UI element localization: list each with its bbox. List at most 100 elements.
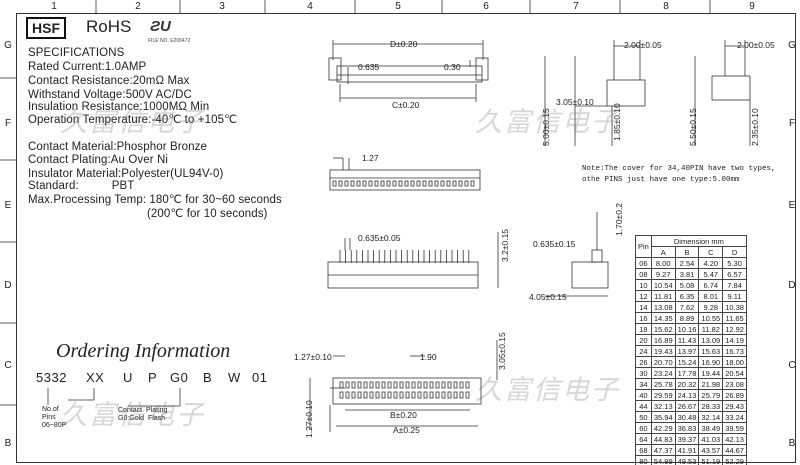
spec-rated-current: Rated Current:1.0AMP bbox=[28, 61, 147, 73]
table-cell: 10.38 bbox=[722, 301, 747, 313]
footprint-pad bbox=[405, 381, 410, 389]
order-code-b: B bbox=[203, 370, 213, 385]
row-label: F bbox=[788, 118, 796, 129]
column-label: 3 bbox=[219, 1, 225, 12]
row-label: G bbox=[788, 40, 796, 51]
contact-slot bbox=[470, 180, 475, 187]
footprint-pad bbox=[351, 391, 356, 399]
contact-slot bbox=[362, 180, 367, 187]
table-cell-pin: 10 bbox=[635, 279, 652, 291]
footprint-pad bbox=[417, 381, 422, 389]
rohs-logo: RoHS bbox=[86, 17, 132, 36]
contact-slot bbox=[380, 180, 385, 187]
watermark-text: 久富信电子 bbox=[475, 375, 620, 405]
table-cell: 32.14 bbox=[698, 411, 724, 423]
order-code-pins: XX bbox=[86, 370, 105, 385]
pitch-view-connector bbox=[329, 157, 481, 191]
table-cell: 18.00 bbox=[722, 356, 747, 368]
table-cell: 9.28 bbox=[698, 301, 724, 313]
table-cell: 20.70 bbox=[650, 356, 676, 368]
footprint-pad bbox=[369, 391, 374, 399]
table-cell-pin: 16 bbox=[635, 312, 652, 324]
footprint-pad bbox=[363, 391, 368, 399]
dim-0635-side: 0.635±0.05 bbox=[358, 233, 401, 243]
spec-processing-temp-alt: (200℃ for 10 seconds) bbox=[147, 208, 268, 220]
table-cell: 11.82 bbox=[698, 323, 724, 335]
table-cell: 32.13 bbox=[650, 400, 676, 412]
table-cell: 26.67 bbox=[674, 400, 700, 412]
table-cell: 38.49 bbox=[698, 422, 724, 434]
side-view-5p5mm bbox=[694, 40, 751, 146]
contact-slot bbox=[464, 180, 469, 187]
footprint-pad bbox=[399, 381, 404, 389]
footprint-pad bbox=[411, 381, 416, 389]
contact-slot bbox=[404, 180, 409, 187]
table-cell: 23.08 bbox=[722, 378, 747, 390]
dim-235: 2.35±0.10 bbox=[750, 108, 760, 146]
ordering-leaders bbox=[47, 388, 181, 407]
cover-note-line1: Note:The cover for 34,40PIN have two typ… bbox=[582, 165, 776, 173]
contact-slot bbox=[446, 180, 451, 187]
order-code-suffix: 01 bbox=[252, 370, 268, 385]
row-label: C bbox=[4, 360, 12, 371]
dim-030: 0.30 bbox=[444, 62, 461, 72]
order-code-series: 5332 bbox=[36, 370, 67, 385]
order-code-u: U bbox=[123, 370, 133, 385]
footprint-pad bbox=[345, 391, 350, 399]
table-header-a: A bbox=[650, 246, 676, 258]
spec-operation-temperature: Operation Temperature:-40℃ to +105℃ bbox=[28, 114, 238, 126]
column-label: 1 bbox=[51, 1, 57, 12]
table-cell: 7.62 bbox=[674, 301, 700, 313]
footprint-pad bbox=[453, 381, 458, 389]
table-cell: 44.67 bbox=[722, 444, 747, 456]
table-cell: 39.37 bbox=[674, 433, 700, 445]
footprint-pad bbox=[417, 391, 422, 399]
table-cell: 11.43 bbox=[674, 334, 700, 346]
contact-slot bbox=[410, 180, 415, 187]
order-code-p: P bbox=[148, 370, 158, 385]
spec-contact-plating: Contact Plating:Au Over Ni bbox=[28, 154, 169, 166]
spec-contact-resistance: Contact Resistance:20mΩ Max bbox=[28, 75, 190, 87]
table-cell: 10.16 bbox=[674, 323, 700, 335]
dim-550: 5.50±0.15 bbox=[688, 108, 698, 146]
table-cell: 11.65 bbox=[722, 312, 747, 324]
dim-405: 4.05±0.15 bbox=[529, 292, 567, 302]
side-profile-connector bbox=[327, 232, 499, 289]
table-cell-pin: 68 bbox=[635, 444, 652, 456]
cover-note-line2: othe PINS just have one type:5.00mm bbox=[582, 176, 740, 184]
contact-slot bbox=[386, 180, 391, 187]
table-cell: 33.24 bbox=[722, 411, 747, 423]
table-cell: 16.73 bbox=[722, 345, 747, 357]
table-cell: 44.83 bbox=[650, 433, 676, 445]
table-cell: 19.43 bbox=[650, 345, 676, 357]
row-label: B bbox=[4, 438, 12, 449]
contact-slot bbox=[356, 180, 361, 187]
table-cell: 14.35 bbox=[650, 312, 676, 324]
table-cell: 8.00 bbox=[650, 257, 676, 269]
row-label: C bbox=[788, 360, 796, 371]
table-cell-pin: 40 bbox=[635, 389, 652, 401]
dim-pitch-127: 1.27 bbox=[362, 153, 379, 163]
dim-0635-end: 0.635±0.15 bbox=[533, 239, 576, 249]
spec-withstand-voltage: Withstand Voltage:500V AC/DC bbox=[28, 89, 192, 101]
footprint-pad bbox=[369, 381, 374, 389]
table-cell-pin: 14 bbox=[635, 301, 652, 313]
table-cell: 29.43 bbox=[722, 400, 747, 412]
footprint-pad bbox=[411, 391, 416, 399]
footprint-pad bbox=[345, 381, 350, 389]
table-cell: 23.24 bbox=[650, 367, 676, 379]
table-cell-pin: 44 bbox=[635, 400, 652, 412]
row-label: D bbox=[788, 280, 796, 291]
table-cell: 4.20 bbox=[698, 257, 724, 269]
ul-logo: ƧU bbox=[150, 18, 171, 35]
footprint-pad bbox=[363, 381, 368, 389]
